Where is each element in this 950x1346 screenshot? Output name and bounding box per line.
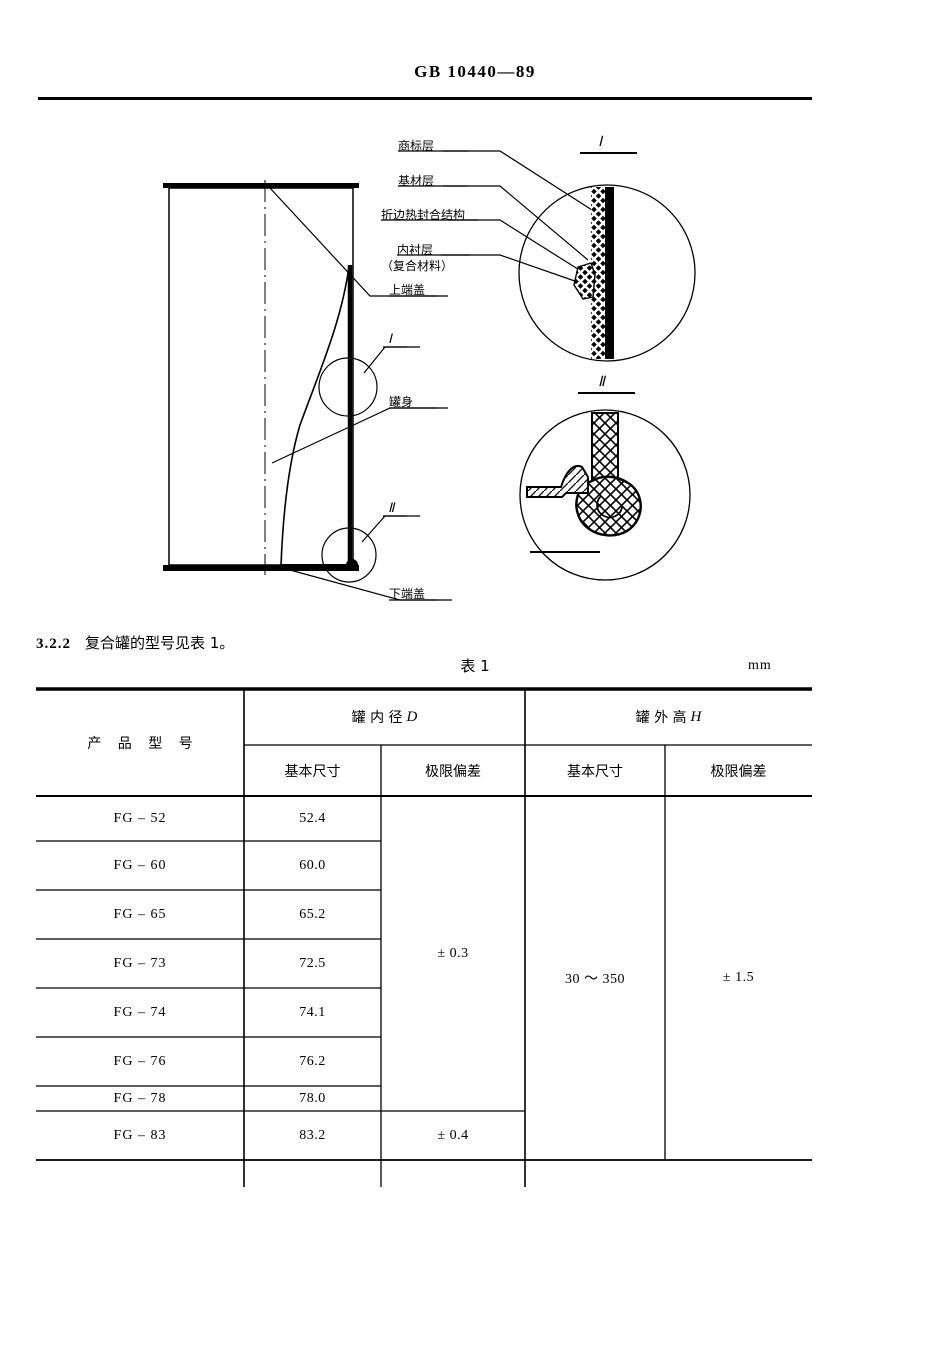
cell-diameter: 74.1 xyxy=(299,1004,326,1020)
detail-ii-end-cap xyxy=(526,465,589,498)
table-row: FG – 60 xyxy=(113,857,167,873)
cell-deviation-height: ± 1.5 xyxy=(722,970,755,985)
label-base-layer: 基材层 xyxy=(398,174,435,188)
detail-ii-circle xyxy=(519,409,691,581)
table-row: FG – 74 xyxy=(113,1004,167,1020)
cell-diameter: 52.4 xyxy=(299,810,326,826)
detail-i-laminate-strip xyxy=(591,187,605,359)
leader-base-layer xyxy=(443,185,589,261)
cutaway-break-line xyxy=(280,265,350,566)
header-outer-height: 罐 外 高 H xyxy=(635,708,702,727)
cell-deviation-diameter-main: ± 0.3 xyxy=(437,945,469,961)
table-row: FG – 52 xyxy=(113,810,167,826)
can-elevation xyxy=(163,180,378,583)
label-trademark-layer: 商标层 xyxy=(398,139,435,153)
table-row: FG – 73 xyxy=(113,955,167,971)
detail-marker-circle-ii xyxy=(321,527,377,583)
cell-diameter: 65.2 xyxy=(299,906,326,922)
table-unit-label: mm xyxy=(748,658,772,673)
detail-i-title: Ⅰ xyxy=(598,135,603,150)
table-caption: 表 1 xyxy=(460,657,490,675)
label-lining-material: （复合材料） xyxy=(381,259,454,273)
header-basic-height: 基本尺寸 xyxy=(567,763,623,780)
composite-can-figure: 商标层 基材层 折边热封合结构 内衬层 （复合材料） 上端盖 罐身 下端盖 Ⅰ … xyxy=(0,115,950,615)
table-row: FG – 78 xyxy=(113,1090,167,1106)
table-row: FG – 83 xyxy=(113,1127,167,1143)
label-top-lid: 上端盖 xyxy=(389,283,426,297)
detail-ii-curl xyxy=(575,475,642,537)
label-bottom-lid: 下端盖 xyxy=(389,587,426,601)
leader-seam-structure xyxy=(448,219,593,279)
label-underlines-left xyxy=(383,295,452,601)
label-seam-structure: 折边热封合结构 xyxy=(381,208,466,222)
cell-diameter: 72.5 xyxy=(299,955,326,971)
header-deviation-diameter: 极限偏差 xyxy=(425,763,481,780)
spec-table: 产 品 型 号 罐 内 径 D 罐 外 高 H 基本尺寸 极限偏差 基本尺寸 极… xyxy=(36,687,812,1187)
detail-i-view xyxy=(518,152,696,362)
header-deviation-height: 极限偏差 xyxy=(710,763,767,780)
leader-detail-i xyxy=(363,346,420,374)
header-inner-diameter: 罐 内 径 D xyxy=(351,708,418,727)
can-top-rim xyxy=(163,183,359,188)
label-underlines-laminate xyxy=(381,150,478,256)
clause-3-2-2: 3.2.2 复合罐的型号见表 1。 xyxy=(36,632,234,653)
bottom-seam-node xyxy=(346,559,358,571)
cell-diameter: 76.2 xyxy=(299,1053,326,1069)
cell-diameter: 83.2 xyxy=(299,1127,326,1143)
marker-detail-i: Ⅰ xyxy=(388,331,392,346)
cell-deviation-diameter-last: ± 0.4 xyxy=(437,1127,469,1143)
figure-svg xyxy=(163,150,696,601)
symbol-h: H xyxy=(690,708,702,725)
detail-ii-view xyxy=(519,392,691,581)
table-row: FG – 76 xyxy=(113,1053,167,1069)
label-lining-layer: 内衬层 xyxy=(397,243,434,257)
label-can-body: 罐身 xyxy=(389,395,414,409)
cell-basic-height: 30 ～ 350 xyxy=(565,972,625,987)
clause-number: 3.2.2 xyxy=(36,636,71,652)
header-rule xyxy=(38,97,812,100)
table-row: FG – 65 xyxy=(113,906,167,922)
detail-marker-circle-i xyxy=(318,357,378,417)
marker-detail-ii: Ⅱ xyxy=(388,500,395,515)
symbol-d: D xyxy=(406,708,418,725)
cell-diameter: 60.0 xyxy=(299,857,326,873)
spec-table-rules xyxy=(36,687,812,1187)
clause-text: 复合罐的型号见表 1。 xyxy=(85,634,235,652)
leader-lining-layer xyxy=(441,254,593,288)
page-header: GB 10440—89 xyxy=(0,62,950,82)
detail-i-fold xyxy=(573,262,596,300)
header-product-model: 产 品 型 号 xyxy=(87,735,199,752)
detail-i-base-layer xyxy=(605,187,614,359)
cell-diameter: 78.0 xyxy=(299,1090,326,1106)
standard-code: GB 10440—89 xyxy=(414,62,536,81)
header-basic-diameter: 基本尺寸 xyxy=(284,763,341,780)
detail-i-circle xyxy=(518,184,696,362)
detail-ii-curl-inner xyxy=(596,495,623,519)
detail-ii-title: Ⅱ xyxy=(598,375,605,390)
